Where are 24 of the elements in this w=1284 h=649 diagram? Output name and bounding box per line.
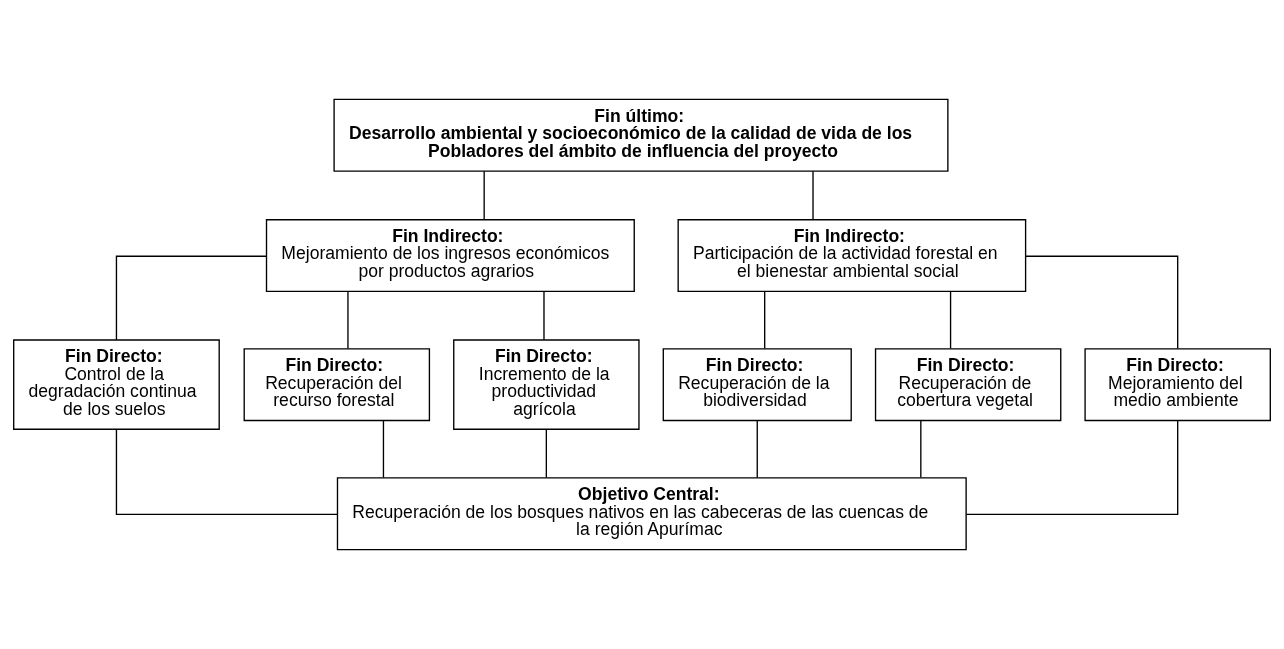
- connector: [812, 170, 814, 221]
- connector: [764, 290, 766, 350]
- connector: [347, 290, 349, 350]
- connector: [382, 419, 385, 479]
- connector: [543, 290, 545, 341]
- node-box: Fin Directo: Mejoramiento del medio ambiente: [1084, 348, 1271, 422]
- node-box: Fin Directo: Recuperación de la biodiversidad: [662, 348, 852, 422]
- connector: [965, 420, 1179, 516]
- node-box: Fin Indirecto: Participación de la actividad forestal en el bienestar ambiental social: [677, 219, 1027, 293]
- node-box: Fin último: Desarrollo ambiental y socioeconómico de la calidad de vida de los Pobladores del ámbito de influencia del proyecto: [333, 98, 949, 172]
- node-box: Fin Directo: Control de la degradación continua de los suelos: [13, 339, 220, 430]
- connector: [115, 255, 267, 341]
- node-box: Objetivo Central: Recuperación de los bosques nativos en las cabeceras de las cuencas de la región Apurímac: [336, 477, 967, 551]
- connector: [920, 419, 922, 479]
- node-box: Fin Indirecto: Mejoramiento de los ingresos económicos por productos agrarios: [265, 219, 635, 293]
- connector: [949, 290, 952, 350]
- node-box: Fin Directo: Incremento de la productividad agrícola: [453, 339, 640, 430]
- connector: [756, 419, 758, 479]
- connector: [1025, 255, 1179, 350]
- node-box: Fin Directo: Recuperación de cobertura vegetal: [874, 348, 1062, 422]
- connector: [115, 428, 338, 516]
- connector: [545, 428, 548, 479]
- connector: [483, 170, 485, 221]
- node-box: Fin Directo: Recuperación del recurso forestal: [243, 348, 431, 422]
